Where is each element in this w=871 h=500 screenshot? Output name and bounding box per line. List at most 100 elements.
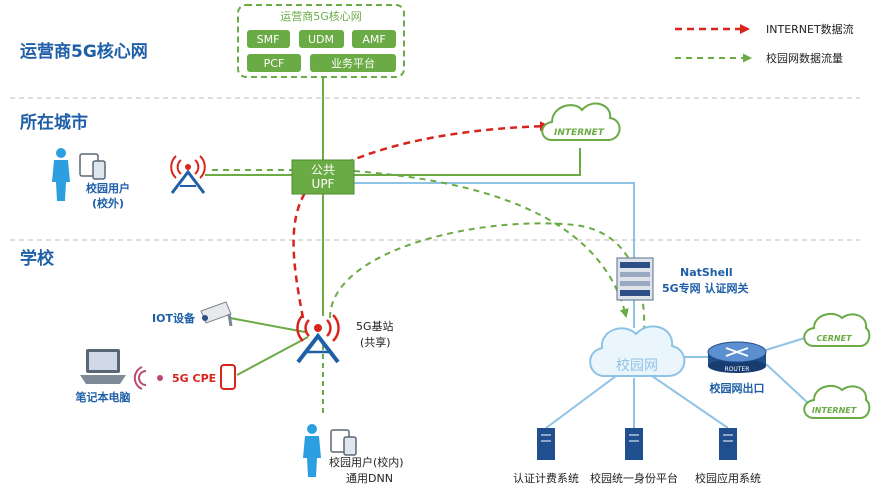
nf-pcf bbox=[247, 54, 301, 72]
router-bottom bbox=[708, 359, 766, 373]
nf-smf bbox=[247, 30, 290, 48]
cloud-icon bbox=[803, 384, 871, 419]
nf-udm bbox=[299, 30, 344, 48]
phone-icon bbox=[92, 160, 106, 180]
iot-label: IOT设备 bbox=[152, 311, 196, 325]
cernet-label: CERNET bbox=[816, 334, 852, 343]
router-badge: ROUTER bbox=[725, 366, 750, 373]
cloud-icon bbox=[589, 325, 686, 377]
legend-campus-label: 校园网数据流量 bbox=[766, 51, 843, 65]
link-campus-server1 bbox=[545, 375, 617, 429]
internet-cloud-right: INTERNET bbox=[803, 384, 871, 419]
campus-cloud: 校园网 bbox=[589, 325, 686, 377]
iot-device: IOT设备 bbox=[152, 301, 233, 327]
user-outside-label-1: 校园用户 bbox=[86, 181, 130, 195]
server-apps: 校园应用系统 bbox=[695, 428, 761, 485]
link-iot-basestation bbox=[229, 317, 306, 333]
cpe-label: 5G CPE bbox=[172, 372, 216, 385]
zone-label-core: 运营商5G核心网 bbox=[20, 41, 148, 62]
laptop-screen bbox=[89, 352, 117, 370]
base-station: 5G基站 (共享) bbox=[296, 314, 394, 364]
nf-pcf-label: PCF bbox=[264, 57, 285, 70]
gateway-desc: 5G专网 认证网关 bbox=[662, 281, 749, 295]
upf-label-2: UPF bbox=[312, 177, 335, 191]
signal-waves-icon bbox=[296, 314, 340, 342]
auth-gateway: NatShell 5G专网 认证网关 bbox=[616, 257, 749, 301]
server-billing: 认证计费系统 bbox=[513, 428, 579, 485]
phone-icon bbox=[343, 436, 357, 456]
gateway-slot-icon bbox=[620, 272, 650, 277]
cpe-dot-icon bbox=[157, 375, 163, 381]
flow-campus-upf bbox=[353, 170, 629, 318]
wifi-icon bbox=[133, 366, 147, 390]
link-router-internet bbox=[765, 363, 809, 404]
user-inside: 校园用户(校内) 通用DNN bbox=[303, 424, 404, 485]
nf-smf-label: SMF bbox=[257, 33, 280, 46]
base-station-label-1: 5G基站 bbox=[356, 319, 394, 333]
camera-lens-icon bbox=[202, 315, 208, 321]
nf-amf bbox=[352, 30, 396, 48]
upf-node: 公共 UPF bbox=[291, 159, 355, 195]
person-icon bbox=[56, 148, 66, 158]
cell-tower-city bbox=[170, 155, 206, 194]
cernet-cloud: CERNET bbox=[803, 312, 871, 347]
legend: INTERNET数据流 校园网数据流量 bbox=[675, 22, 854, 65]
server-icon bbox=[625, 428, 643, 460]
person-body bbox=[52, 160, 70, 201]
flow-campus-basestation bbox=[329, 222, 649, 340]
user-outside: 校园用户 (校外) bbox=[52, 148, 130, 210]
camera-mount bbox=[227, 313, 233, 327]
user-inside-label-1: 校园用户(校内) bbox=[329, 455, 404, 469]
gateway-slot-icon bbox=[620, 290, 650, 296]
person-icon bbox=[307, 424, 317, 434]
core-network-box: 运营商5G核心网 SMF UDM AMF PCF 业务平台 bbox=[237, 4, 405, 78]
internet-cloud-top: INTERNET bbox=[541, 102, 621, 141]
zone-label-school: 学校 bbox=[20, 248, 55, 269]
tower-icon bbox=[170, 169, 206, 194]
base-station-label-2: (共享) bbox=[360, 335, 391, 349]
upf-label-1: 公共 bbox=[311, 163, 335, 177]
cloud-icon bbox=[541, 102, 621, 141]
server-icon bbox=[719, 428, 737, 460]
link-upf-internet bbox=[354, 148, 581, 176]
laptop: 笔记本电脑 bbox=[76, 349, 131, 404]
upf-box bbox=[291, 159, 355, 195]
signal-icon bbox=[185, 164, 191, 170]
flow-internet bbox=[292, 121, 550, 319]
server-billing-label: 认证计费系统 bbox=[513, 472, 579, 485]
person-body bbox=[303, 436, 321, 477]
laptop-base bbox=[80, 375, 126, 384]
laptop-label: 笔记本电脑 bbox=[76, 390, 131, 404]
user-inside-label-2: 通用DNN bbox=[346, 472, 393, 485]
link-campus-server3 bbox=[651, 375, 729, 429]
signal-icon bbox=[314, 324, 322, 332]
server-apps-label: 校园应用系统 bbox=[695, 471, 761, 485]
server-identity-label: 校园统一身份平台 bbox=[590, 471, 678, 485]
legend-internet-label: INTERNET数据流 bbox=[766, 22, 854, 36]
zone-label-city: 所在城市 bbox=[20, 112, 88, 133]
gateway-slot-icon bbox=[620, 262, 650, 268]
router-arrows-icon bbox=[725, 347, 749, 357]
nf-udm-label: UDM bbox=[308, 33, 334, 46]
tower-icon bbox=[296, 332, 340, 364]
link-upf-gateway bbox=[354, 182, 635, 258]
link-cpe-basestation bbox=[236, 336, 309, 376]
nf-service-platform-label: 业务平台 bbox=[331, 56, 375, 70]
campus-cloud-label: 校园网 bbox=[616, 357, 658, 374]
link-router-cernet bbox=[765, 336, 809, 351]
gateway-slot-icon bbox=[620, 281, 650, 286]
signal-waves-icon bbox=[170, 155, 206, 179]
internet-cloud-label: INTERNET bbox=[554, 128, 605, 138]
core-box-title: 运营商5G核心网 bbox=[280, 9, 362, 23]
cloud-icon bbox=[803, 312, 871, 347]
cpe-device: 5G CPE bbox=[133, 364, 236, 390]
user-outside-label-2: (校外) bbox=[92, 196, 124, 210]
cpe-box-icon bbox=[220, 364, 236, 390]
nf-service-platform bbox=[310, 54, 396, 72]
server-identity: 校园统一身份平台 bbox=[590, 428, 678, 485]
campus-router: ROUTER 校园网出口 bbox=[707, 341, 767, 395]
nf-amf-label: AMF bbox=[362, 33, 385, 46]
server-icon bbox=[537, 428, 555, 460]
router-label: 校园网出口 bbox=[710, 381, 765, 395]
